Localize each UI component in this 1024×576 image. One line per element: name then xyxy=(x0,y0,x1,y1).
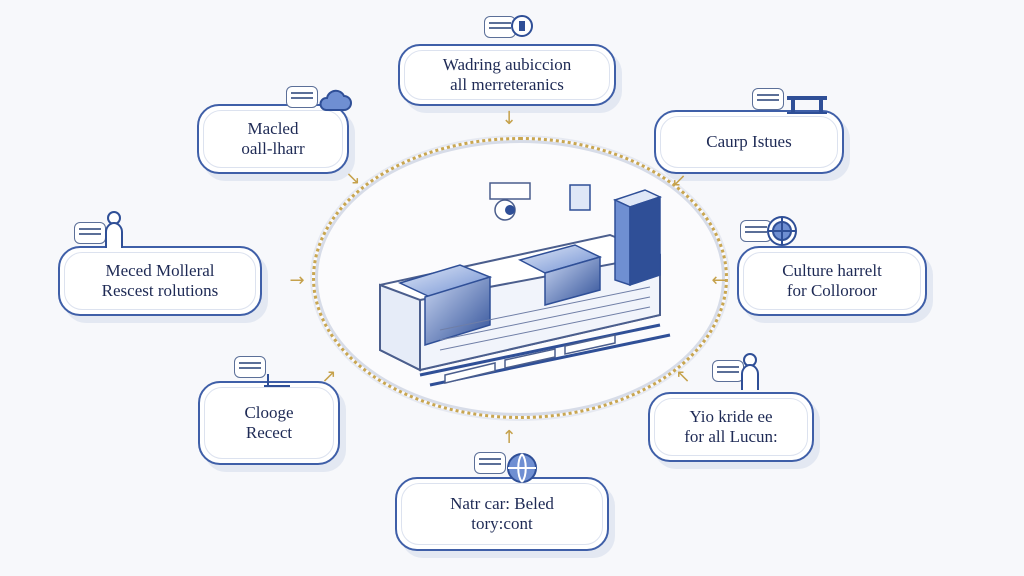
mini-card-icon xyxy=(474,452,506,474)
globe-icon xyxy=(507,453,537,483)
person-icon xyxy=(105,211,123,248)
globe-badge-icon xyxy=(767,216,797,246)
node-top-left-label: Macled oall-lharr xyxy=(241,119,305,158)
arrow-up-icon: ↑ xyxy=(501,427,517,448)
node-top-right-label: Caurp Istues xyxy=(706,132,792,152)
doc-icon xyxy=(264,374,290,387)
cloud-icon xyxy=(319,89,352,111)
node-top-label: Wadring aubiccion all merreteranics xyxy=(442,55,572,94)
node-bottom-left-card: Clooge Recect xyxy=(198,381,340,465)
mini-card-icon xyxy=(286,86,318,108)
node-right-card: Culture harrelt for Colloroor xyxy=(737,246,927,316)
node-bottom-label: Natr car: Beled tory:cont xyxy=(450,494,554,533)
node-top-card: Wadring aubiccion all merreteranics xyxy=(398,44,616,106)
factory-illustration-icon xyxy=(379,182,671,387)
node-top-right-card: Caurp Istues xyxy=(654,110,844,174)
arrow-up-left-icon: ↖ xyxy=(675,366,691,387)
node-left-label: Meced Molleral Rescest rolutions xyxy=(101,261,219,300)
clock-badge-icon xyxy=(511,15,533,37)
arrow-right-icon: → xyxy=(289,270,305,291)
node-bottom-right-label: Yio kride ee for all Lucun: xyxy=(684,407,778,446)
node-bottom-right-card: Yio kride ee for all Lucun: xyxy=(648,392,814,462)
node-right-label: Culture harrelt for Colloroor xyxy=(782,261,882,300)
arrow-up-right-icon: ↗ xyxy=(321,366,337,387)
node-left-card: Meced Molleral Rescest rolutions xyxy=(58,246,262,316)
mini-card-icon xyxy=(74,222,106,244)
arrow-down-icon: ↓ xyxy=(501,108,517,129)
node-top-left-card: Macled oall-lharr xyxy=(197,104,349,174)
bridge-icon xyxy=(787,96,827,114)
arrow-down-left-icon: ↙ xyxy=(671,170,687,191)
node-bottom-card: Natr car: Beled tory:cont xyxy=(395,477,609,551)
person-icon xyxy=(741,353,759,390)
mini-card-icon xyxy=(234,356,266,378)
mini-card-icon xyxy=(752,88,784,110)
node-bottom-left-label: Clooge Recect xyxy=(244,403,294,442)
arrow-down-right-icon: ↘ xyxy=(345,168,361,189)
arrow-left-icon: ← xyxy=(711,270,727,291)
